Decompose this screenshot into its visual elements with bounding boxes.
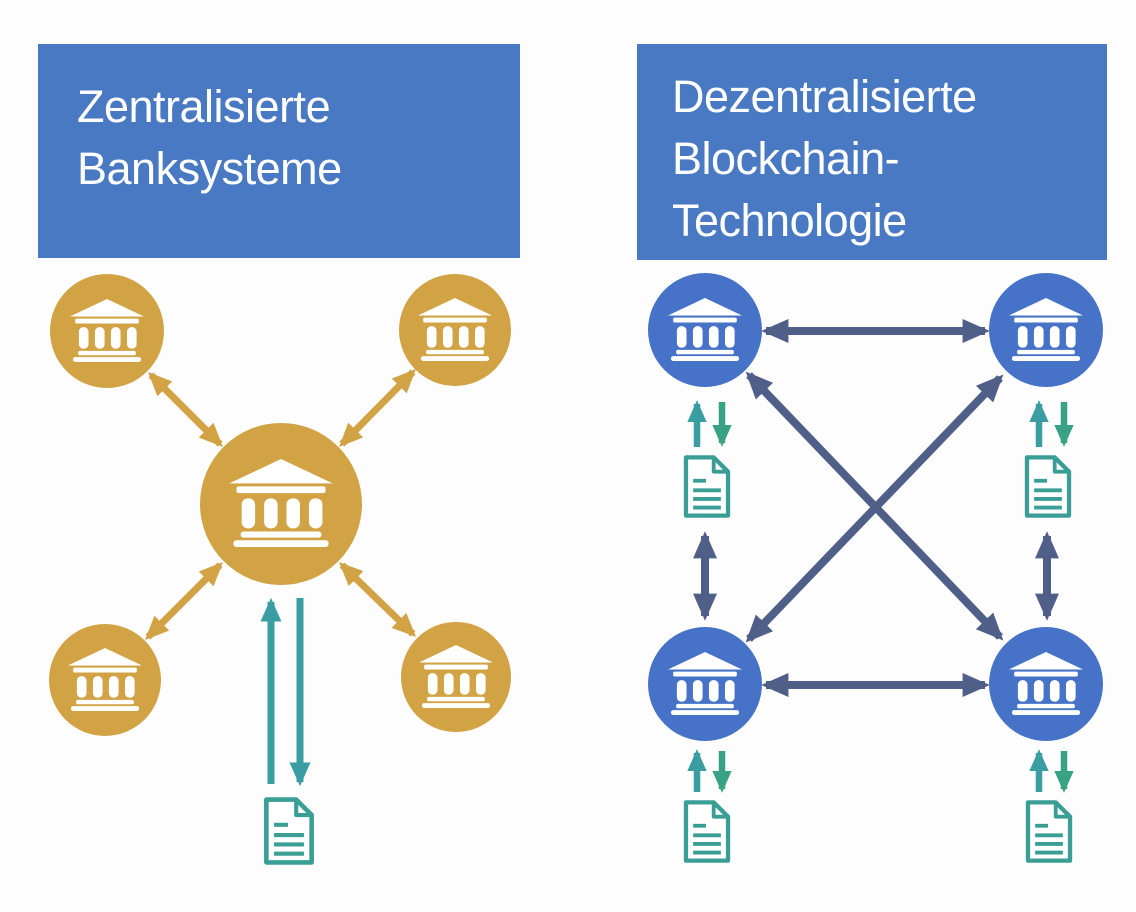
- right-title-line-3: Technologie: [672, 195, 907, 246]
- satellite-bank-node-bottom-right: [401, 622, 511, 732]
- peer-bank-node-top-right: [989, 273, 1103, 387]
- decentralized-blockchain-diagram: [648, 273, 1103, 861]
- right-title-line-2: Blockchain-: [672, 133, 900, 184]
- central-bank-node: [200, 423, 362, 585]
- left-title-line-1: Zentralisierte: [77, 81, 331, 132]
- spoke-arrow-bottom-right: [338, 562, 417, 637]
- satellite-bank-node-top-left: [50, 274, 164, 388]
- ledger-document-icon-top-left: [686, 457, 728, 515]
- ledger-document-icon-central: [266, 800, 311, 863]
- peer-bank-node-bottom-right: [989, 627, 1103, 741]
- ledger-document-icon-bottom-right: [1028, 802, 1070, 860]
- centralized-banking-diagram: [49, 274, 511, 862]
- left-title-line-2: Banksysteme: [77, 143, 342, 194]
- peer-arrow-diagonal-bl-tr: [745, 374, 1004, 643]
- ledger-document-icon-top-right: [1027, 457, 1069, 515]
- satellite-bank-node-top-right: [399, 274, 511, 386]
- ledger-document-icon-bottom-left: [686, 802, 728, 860]
- right-panel-title-box: Dezentralisierte Blockchain- Technologie: [637, 44, 1107, 260]
- left-panel-title-box: Zentralisierte Banksysteme: [38, 44, 520, 258]
- satellite-bank-node-bottom-left: [49, 624, 161, 736]
- peer-bank-node-top-left: [648, 273, 762, 387]
- right-title-line-1: Dezentralisierte: [672, 71, 977, 122]
- spoke-arrow-bottom-left: [145, 562, 223, 640]
- spoke-arrow-top-right: [339, 369, 416, 447]
- spoke-arrow-top-left: [148, 372, 223, 447]
- peer-bank-node-bottom-left: [648, 627, 762, 741]
